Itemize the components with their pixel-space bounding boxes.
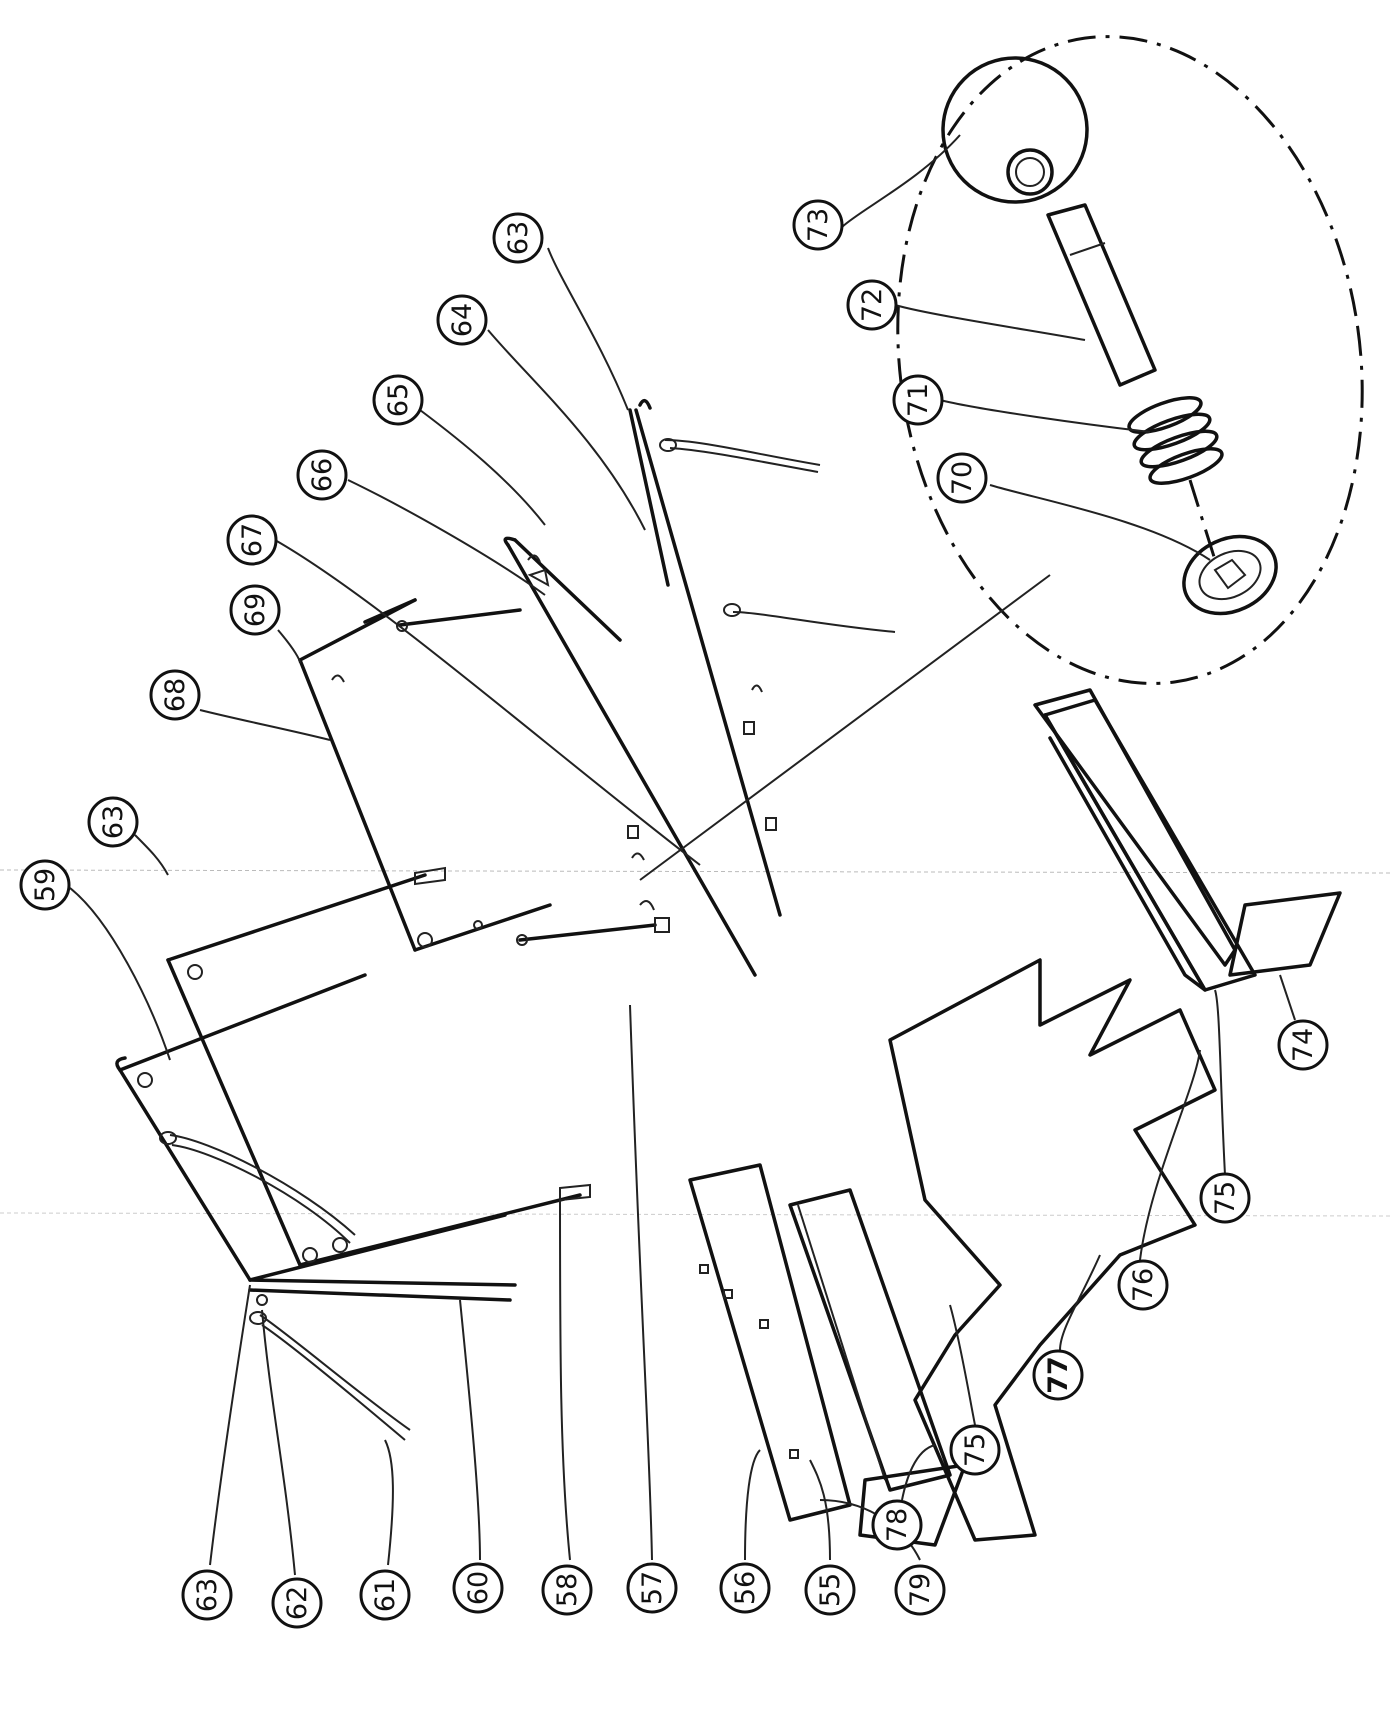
svg-text:79: 79 xyxy=(905,1573,936,1607)
svg-text:78: 78 xyxy=(882,1508,913,1542)
callout-66: 66 xyxy=(296,449,348,501)
callout-63-bottom: 63 xyxy=(181,1569,233,1621)
callout-63-mid: 63 xyxy=(87,796,139,848)
callout-64: 64 xyxy=(436,294,488,346)
callout-77: 77 xyxy=(1032,1349,1084,1401)
svg-text:63: 63 xyxy=(503,221,534,255)
svg-text:70: 70 xyxy=(947,461,978,495)
callout-70: 70 xyxy=(936,452,988,504)
callout-78: 78 xyxy=(871,1499,923,1551)
callout-76: 76 xyxy=(1117,1259,1169,1311)
svg-text:59: 59 xyxy=(30,868,61,902)
callout-69: 69 xyxy=(229,584,281,636)
svg-text:65: 65 xyxy=(383,383,414,417)
svg-text:63: 63 xyxy=(98,805,129,839)
svg-text:68: 68 xyxy=(160,678,191,712)
svg-text:73: 73 xyxy=(803,208,834,242)
callout-79: 79 xyxy=(894,1564,946,1616)
leader-lines xyxy=(69,134,1296,1576)
callout-71: 71 xyxy=(892,374,944,426)
callout-60: 60 xyxy=(452,1562,504,1614)
svg-text:60: 60 xyxy=(463,1571,494,1605)
svg-text:58: 58 xyxy=(552,1573,583,1607)
svg-text:77: 77 xyxy=(1043,1356,1074,1394)
callout-75-right: 75 xyxy=(1199,1172,1251,1224)
upper-rod-assembly xyxy=(298,398,896,977)
svg-text:69: 69 xyxy=(240,593,271,627)
panel-group xyxy=(688,688,1342,1547)
svg-text:71: 71 xyxy=(903,383,934,417)
svg-text:55: 55 xyxy=(815,1573,846,1607)
callout-67: 67 xyxy=(226,514,278,566)
svg-text:74: 74 xyxy=(1288,1028,1319,1062)
svg-text:61: 61 xyxy=(370,1578,401,1612)
svg-text:56: 56 xyxy=(730,1571,761,1605)
callout-57: 57 xyxy=(626,1562,678,1614)
callout-68: 68 xyxy=(149,669,201,721)
svg-text:75: 75 xyxy=(1210,1181,1241,1215)
callout-62: 62 xyxy=(271,1577,323,1629)
svg-text:76: 76 xyxy=(1128,1268,1159,1302)
callout-72: 72 xyxy=(846,279,898,331)
svg-text:72: 72 xyxy=(857,288,888,322)
callout-75-bottom: 75 xyxy=(949,1424,1001,1476)
svg-text:66: 66 xyxy=(307,458,338,492)
svg-text:57: 57 xyxy=(637,1571,668,1605)
callout-65: 65 xyxy=(372,374,424,426)
callout-55: 55 xyxy=(804,1564,856,1616)
callout-73: 73 xyxy=(792,199,844,251)
lower-frame-assembly xyxy=(115,866,591,1441)
detail-ellipse-group xyxy=(896,35,1364,685)
callout-63-top: 63 xyxy=(492,212,544,264)
callout-74: 74 xyxy=(1277,1019,1329,1071)
svg-text:75: 75 xyxy=(960,1433,991,1467)
callout-59: 59 xyxy=(19,859,71,911)
svg-text:67: 67 xyxy=(237,523,268,557)
callout-56: 56 xyxy=(719,1562,771,1614)
callout-58: 58 xyxy=(541,1564,593,1616)
svg-text:63: 63 xyxy=(192,1578,223,1612)
svg-text:62: 62 xyxy=(282,1586,313,1620)
svg-text:64: 64 xyxy=(447,303,478,337)
callout-61: 61 xyxy=(359,1569,411,1621)
